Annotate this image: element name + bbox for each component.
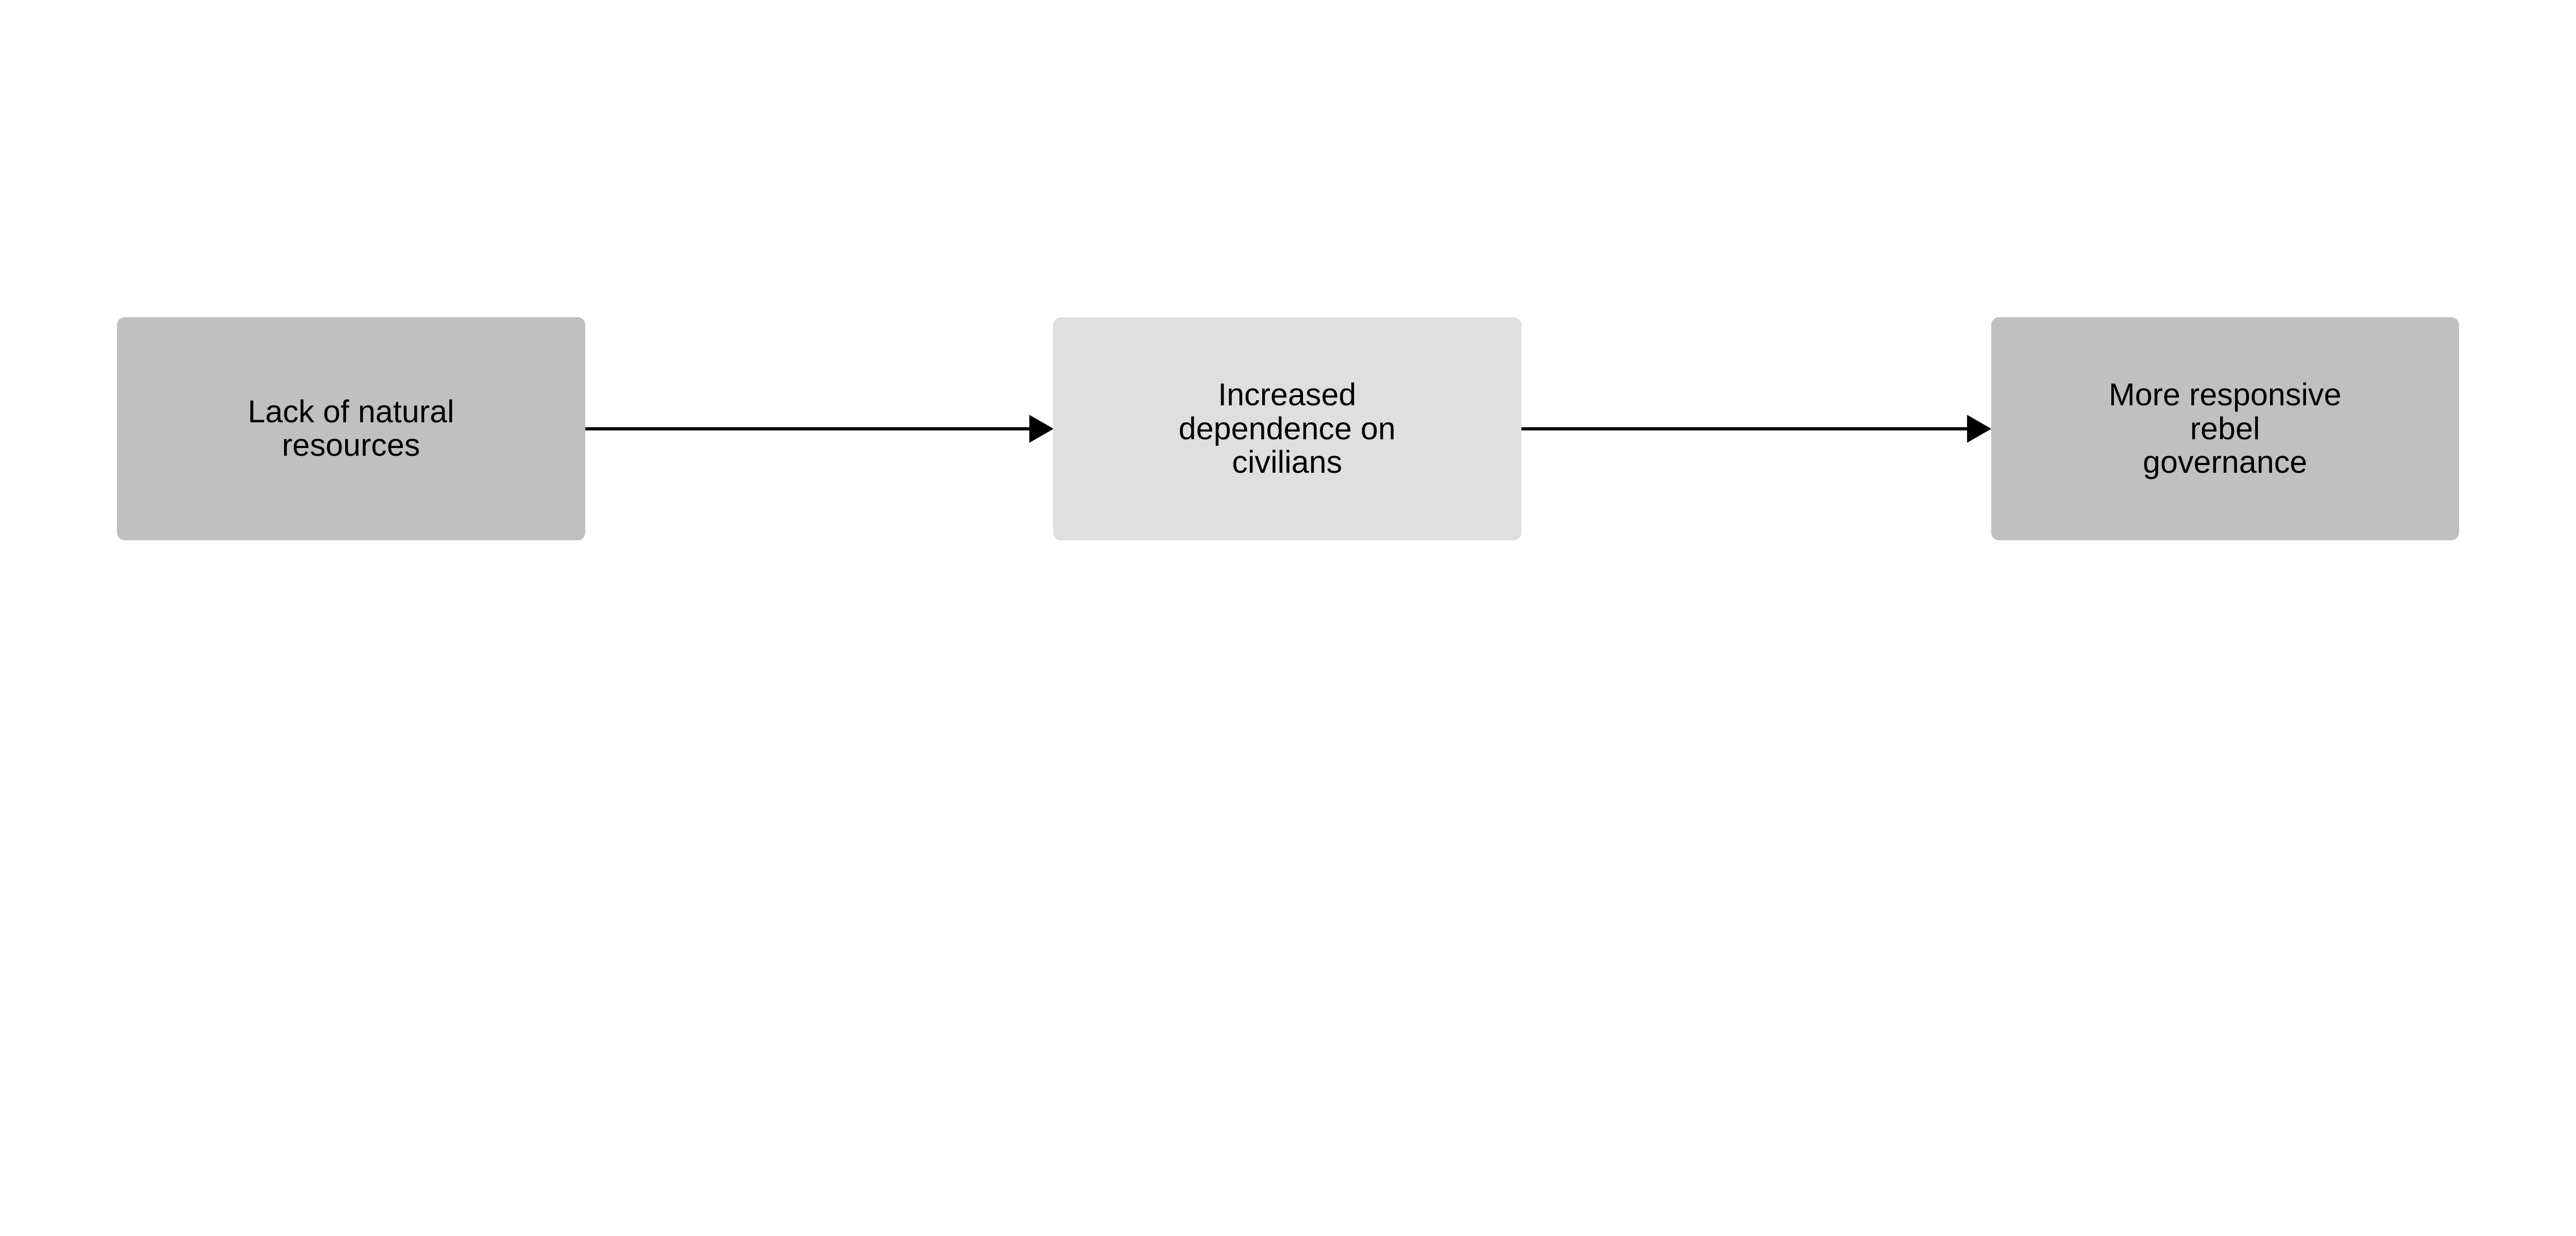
node-label-line: resources	[282, 427, 420, 463]
node-label-line: civilians	[1232, 444, 1343, 479]
arrowhead-n1-n2	[1029, 415, 1054, 443]
node-label-line: rebel	[2190, 410, 2260, 446]
node-label-line: Increased	[1218, 377, 1357, 413]
node-lack-of-natural-resources: Lack of natural resources	[117, 317, 585, 540]
node-label-line: Lack of natural	[247, 393, 454, 429]
node-more-responsive-rebel-governance: More responsive rebel governance	[1991, 317, 2459, 540]
node-label-line: governance	[2143, 444, 2308, 479]
node-increased-dependence-on-civilians: Increased dependence on civilians	[1053, 317, 1521, 540]
edges-layer	[585, 415, 1992, 443]
node-label-line: More responsive	[2108, 377, 2342, 413]
arrowhead-n2-n3	[1967, 415, 1992, 443]
node-label-line: dependence on	[1178, 410, 1396, 446]
